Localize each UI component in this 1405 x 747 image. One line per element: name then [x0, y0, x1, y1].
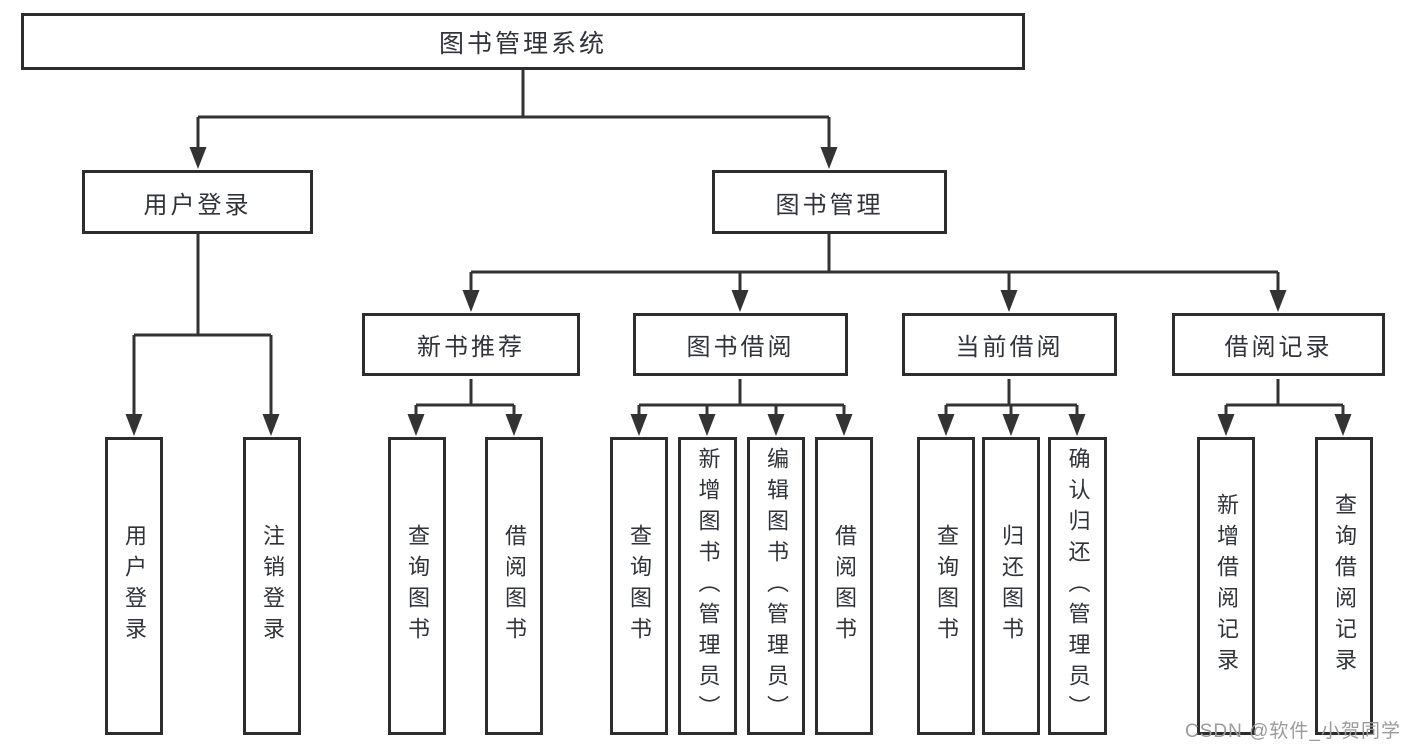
- arrowhead-icon: [1269, 290, 1287, 312]
- arrowhead-icon: [731, 290, 749, 312]
- node-leaf-query-books-borrowing: 查询图书: [610, 437, 668, 735]
- arrowhead-icon: [1000, 290, 1018, 312]
- node-label: 确认归还（管理员）: [1065, 446, 1091, 726]
- node-library-management-system: 图书管理系统: [21, 13, 1025, 70]
- node-label: 图书管理: [775, 191, 884, 219]
- node-leaf-borrow-books: 借阅图书: [815, 437, 873, 735]
- node-leaf-edit-books-admin: 编辑图书（管理员）: [747, 437, 805, 735]
- arrowhead-icon: [462, 290, 480, 312]
- arrowhead-icon: [835, 414, 853, 436]
- connector-root-to-level2: [196, 70, 831, 150]
- arrowhead-icon: [1002, 414, 1020, 436]
- node-leaf-query-books-recommend: 查询图书: [388, 437, 446, 735]
- arrowhead-icon: [189, 147, 207, 169]
- arrowhead-icon: [937, 414, 955, 436]
- node-label: 查询借阅记录: [1332, 493, 1357, 679]
- node-leaf-add-books-admin: 新增图书（管理员）: [678, 437, 737, 735]
- node-book-management-branch: 图书管理: [712, 170, 947, 234]
- node-label: 查询图书: [627, 524, 652, 648]
- node-label: 借阅图书: [502, 524, 527, 648]
- node-label: 新书推荐: [417, 334, 525, 361]
- arrowhead-icon: [1334, 414, 1352, 436]
- node-label: 用户登录: [143, 191, 252, 219]
- node-user-login-branch: 用户登录: [82, 170, 313, 234]
- node-label: 图书管理系统: [438, 29, 607, 58]
- node-leaf-add-borrow-record: 新增借阅记录: [1197, 437, 1255, 735]
- node-leaf-confirm-return-admin: 确认归还（管理员）: [1048, 437, 1107, 735]
- arrowhead-icon: [407, 414, 425, 436]
- node-label: 归还图书: [999, 524, 1024, 648]
- arrowhead-icon: [505, 414, 523, 436]
- node-leaf-return-books: 归还图书: [982, 437, 1040, 735]
- node-label: 借阅图书: [832, 524, 857, 648]
- node-label: 查询图书: [934, 524, 959, 648]
- arrowhead-icon: [698, 414, 716, 436]
- connector-book-mgmt-to-level3: [469, 234, 1280, 292]
- node-label: 新增借阅记录: [1214, 493, 1239, 679]
- node-label: 借阅记录: [1224, 334, 1333, 361]
- node-leaf-user-login: 用户登录: [105, 437, 163, 735]
- node-label: 新增图书（管理员）: [695, 446, 721, 726]
- node-label: 注销登录: [260, 524, 285, 648]
- arrowhead-icon: [125, 414, 143, 436]
- node-book-borrowing: 图书借阅: [633, 313, 848, 376]
- arrowhead-icon: [630, 414, 648, 436]
- csdn-watermark: CSDN @软件_小贺同学: [1185, 721, 1401, 742]
- node-leaf-query-borrow-record: 查询借阅记录: [1315, 437, 1373, 735]
- arrowhead-icon: [262, 414, 280, 436]
- node-leaf-logout: 注销登录: [243, 437, 301, 735]
- arrowhead-icon: [1217, 414, 1235, 436]
- arrowhead-icon: [1068, 414, 1086, 436]
- node-current-borrowing: 当前借阅: [902, 313, 1117, 376]
- node-new-book-recommendation: 新书推荐: [362, 313, 580, 376]
- node-leaf-borrow-books-recommend: 借阅图书: [485, 437, 543, 735]
- connector-new-book-rec-to-leaves: [414, 379, 516, 418]
- node-label: 用户登录: [122, 524, 147, 648]
- arrowhead-icon: [820, 147, 838, 169]
- arrowheads-group: [125, 147, 1352, 436]
- connector-current-borrow-to-leaves: [944, 379, 1079, 418]
- node-label: 编辑图书（管理员）: [764, 446, 789, 726]
- node-label: 查询图书: [405, 524, 430, 648]
- connector-borrow-records-to-leaves: [1224, 379, 1345, 418]
- node-borrowing-records: 借阅记录: [1172, 313, 1385, 376]
- arrowhead-icon: [767, 414, 785, 436]
- connector-book-borrow-to-leaves: [637, 379, 846, 418]
- node-label: 当前借阅: [955, 334, 1064, 361]
- node-leaf-query-books-current: 查询图书: [917, 437, 975, 735]
- connector-user-login-to-leaves: [132, 234, 273, 418]
- node-label: 图书借阅: [686, 334, 795, 361]
